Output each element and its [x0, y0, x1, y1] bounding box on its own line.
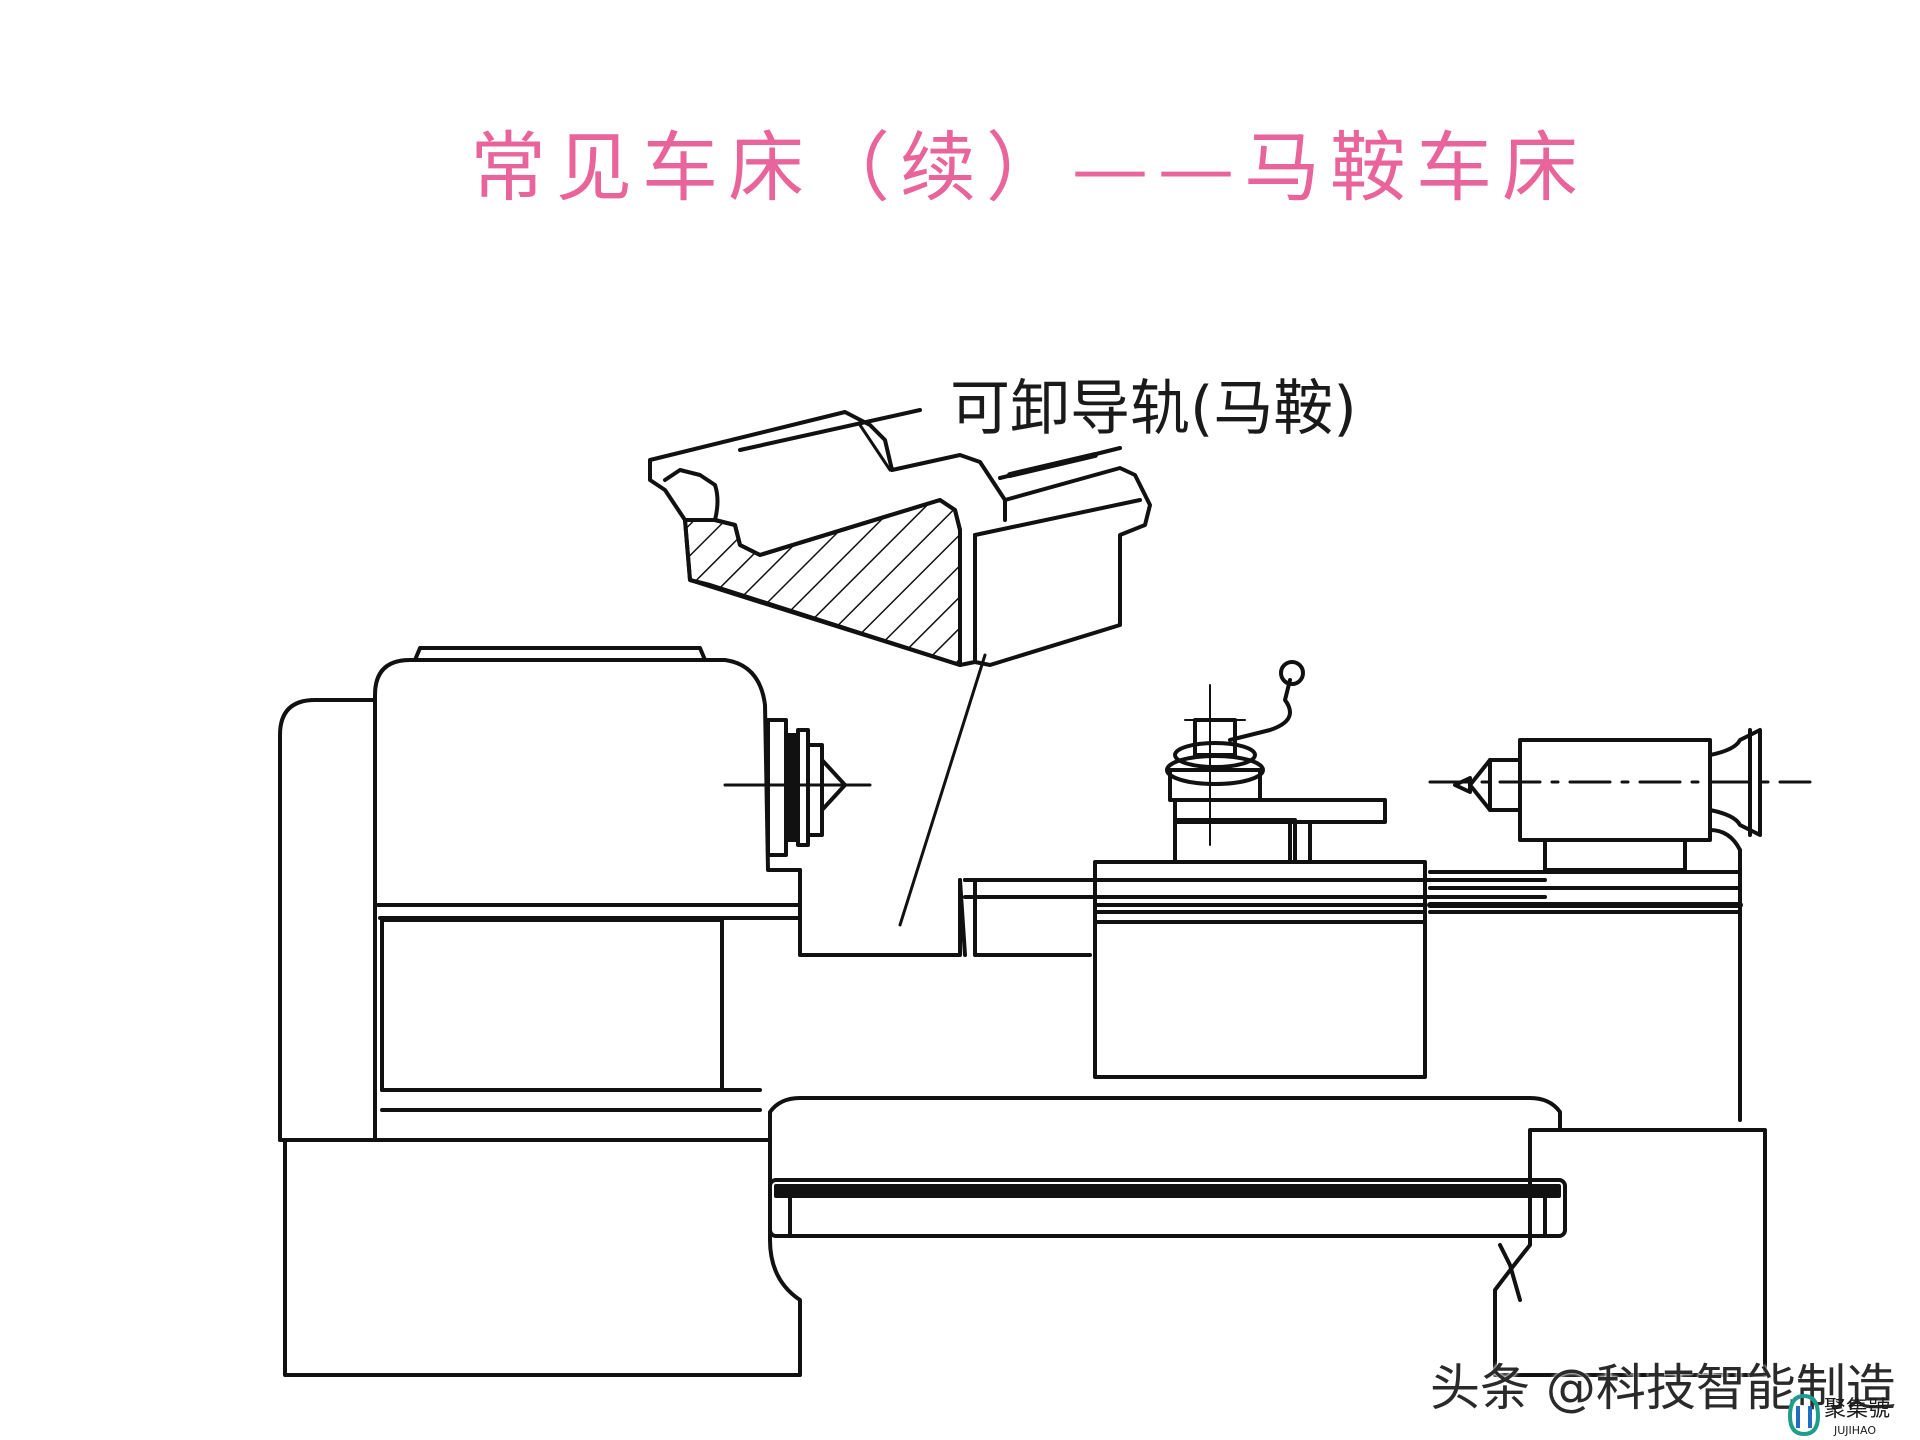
bed-gap — [798, 868, 1092, 957]
logo-text: 聚集號 — [1824, 1397, 1890, 1422]
logo-mark-icon — [1787, 1393, 1821, 1437]
lead-screw — [768, 1178, 1567, 1238]
gap-bridge-rail — [648, 408, 1152, 667]
callout-label: 可卸导轨(马鞍) — [950, 374, 1357, 444]
callout-leader — [898, 653, 987, 927]
logo-subtext: JUJIHAO — [1833, 1424, 1876, 1437]
page-title: 常见车床（续）——马鞍车床 — [470, 123, 1588, 212]
lathe-bed — [283, 1096, 1767, 1377]
chuck — [723, 718, 872, 857]
tailstock — [1428, 728, 1812, 872]
jujihao-logo: 聚集號 JUJIHAO — [1787, 1393, 1890, 1437]
carriage — [1093, 860, 1427, 1079]
tool-post — [1165, 660, 1387, 864]
headstock — [278, 646, 802, 1142]
